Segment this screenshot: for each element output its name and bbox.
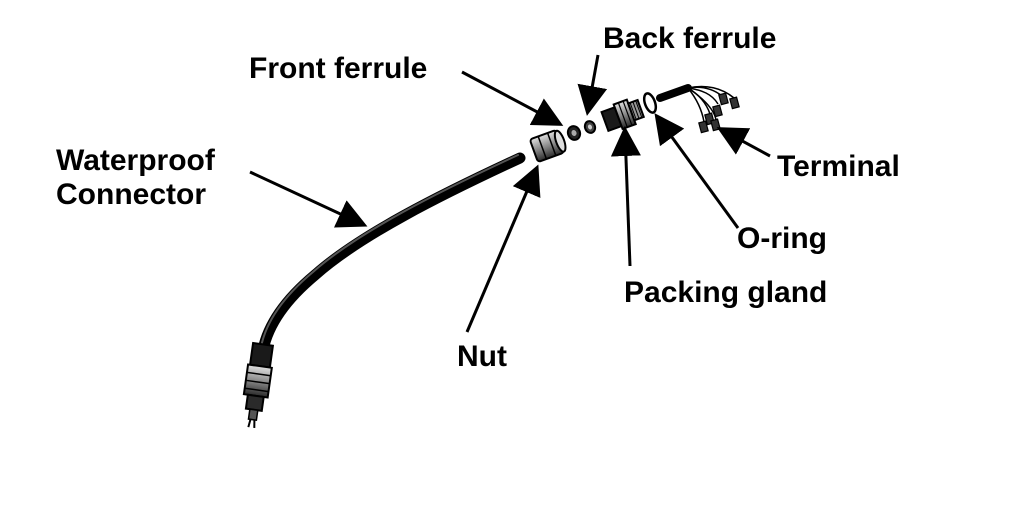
label-waterproof-line2: Connector [56,178,206,211]
arrow-packing-gland [610,126,641,267]
back-ferrule-part [583,120,597,134]
arrow-waterproof-connector [249,170,368,228]
label-packing-gland: Packing gland [624,276,828,309]
label-terminal: Terminal [777,150,900,183]
wire-bundle [656,84,735,123]
arrow-terminal [716,127,771,158]
label-o-ring: O-ring [737,222,827,255]
nut-part [529,129,567,163]
terminals [698,92,740,134]
front-ferrule-part [566,125,582,141]
arrow-back-ferrule [577,54,608,116]
arrow-o-ring [654,113,740,229]
o-ring-part [642,92,658,114]
label-waterproof-connector: Waterproof Connector [56,144,215,212]
arrow-nut [465,164,541,333]
label-waterproof-line1: Waterproof [56,144,215,177]
arrow-front-ferrule [461,70,564,126]
packing-gland-part [600,98,646,133]
leader-arrows [249,54,771,333]
label-nut: Nut [457,340,507,373]
label-front-ferrule: Front ferrule [249,52,428,85]
connector-plug [242,341,275,428]
cable [257,152,526,356]
label-back-ferrule: Back ferrule [603,22,777,55]
